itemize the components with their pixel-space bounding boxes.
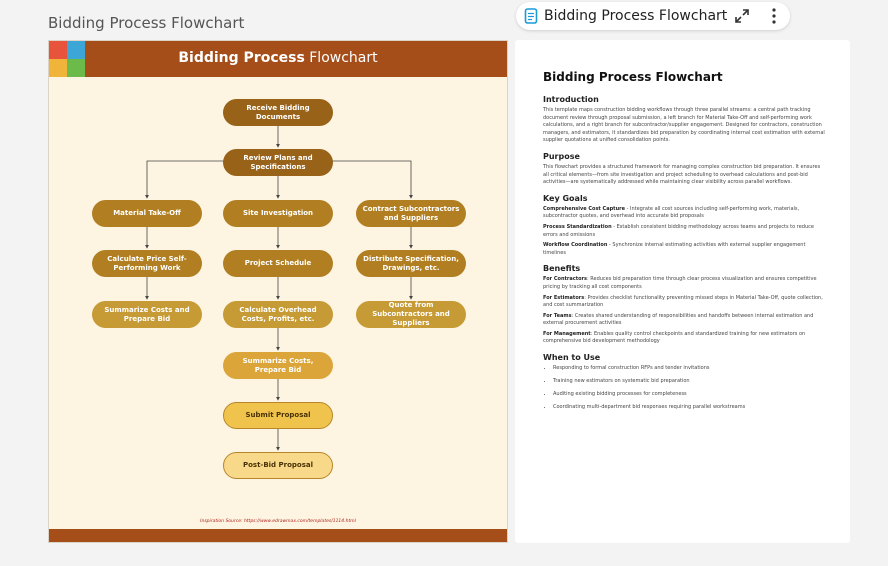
flowchart-header: Bidding Process Flowchart <box>49 41 507 77</box>
list-item: Responding to formal construction RFPs a… <box>553 365 825 372</box>
doc-heading-key-goals: Key Goals <box>543 193 588 203</box>
toolbar-title: Bidding Process Flowchart <box>544 8 728 24</box>
inspiration-source: Inspiration Source: https://www.edrawmax… <box>200 519 356 524</box>
node-submit-proposal: Submit Proposal <box>223 402 333 429</box>
doc-purpose-text: This flowchart provides a structured fra… <box>543 163 821 186</box>
benefit-item: For Management: Enables quality control … <box>543 330 806 345</box>
node-summarize-costs-left: Summarize Costs and Prepare Bid <box>92 301 202 328</box>
document-icon <box>524 8 538 24</box>
doc-heading-benefits: Benefits <box>543 264 581 274</box>
flowchart-title-rest: Flowchart <box>309 50 378 66</box>
node-contract-subcontractors: Contract Subcontractors and Suppliers <box>356 200 466 227</box>
goal-item: Comprehensive Cost Capture - Integrate a… <box>543 205 800 220</box>
node-summarize-costs-mid: Summarize Costs, Prepare Bid <box>223 352 333 379</box>
doc-title: Bidding Process Flowchart <box>543 70 723 84</box>
goal-item: Workflow Coordination - Synchronize inte… <box>543 242 806 256</box>
node-post-bid-proposal: Post-Bid Proposal <box>223 452 333 479</box>
node-material-take-off: Material Take-Off <box>92 200 202 227</box>
list-item: Coordinating multi-department bid respon… <box>553 404 825 411</box>
doc-heading-when-to-use: When to Use <box>543 353 601 363</box>
flowchart-title-bold: Bidding Process <box>178 50 305 66</box>
list-item: Training new estimators on systematic bi… <box>553 378 825 385</box>
benefit-item: For Teams: Creates shared understanding … <box>543 312 814 327</box>
node-distribute-specification: Distribute Specification, Drawings, etc. <box>356 250 466 277</box>
more-vertical-icon[interactable] <box>766 7 782 25</box>
doc-heading-purpose: Purpose <box>543 151 580 161</box>
goal-item: Process Standardization - Establish cons… <box>543 223 814 238</box>
node-calculate-price: Calculate Price Self-Performing Work <box>92 250 202 277</box>
node-receive-bidding-documents: Receive Bidding Documents <box>223 99 333 126</box>
expand-icon[interactable] <box>734 8 750 24</box>
doc-introduction-text: This template maps construction bidding … <box>543 107 825 144</box>
node-quote-subcontractors: Quote from Subcontractors and Suppliers <box>356 301 466 328</box>
node-project-schedule: Project Schedule <box>223 250 333 277</box>
when-to-use-list: Responding to formal construction RFPs a… <box>543 365 825 411</box>
document-panel: Bidding Process Flowchart Introduction T… <box>515 40 850 543</box>
flowchart-card: Bidding Process Flowchart Receive Biddin… <box>48 40 508 543</box>
page-title: Bidding Process Flowchart <box>48 14 245 32</box>
node-review-plans: Review Plans and Specifications <box>223 149 333 176</box>
flowchart-title: Bidding Process Flowchart <box>49 50 507 66</box>
doc-heading-introduction: Introduction <box>543 95 599 104</box>
document-toolbar: Bidding Process Flowchart <box>516 2 790 30</box>
benefit-item: For Estimators: Provides checklist funct… <box>543 294 823 309</box>
list-item: Auditing existing bidding processes for … <box>553 391 825 398</box>
logo-icon <box>49 41 85 77</box>
node-calculate-overhead: Calculate Overhead Costs, Profits, etc. <box>223 301 333 328</box>
benefit-item: For Contractors: Reduces bid preparation… <box>543 276 817 290</box>
flowchart-footer <box>49 529 507 542</box>
node-site-investigation: Site Investigation <box>223 200 333 227</box>
